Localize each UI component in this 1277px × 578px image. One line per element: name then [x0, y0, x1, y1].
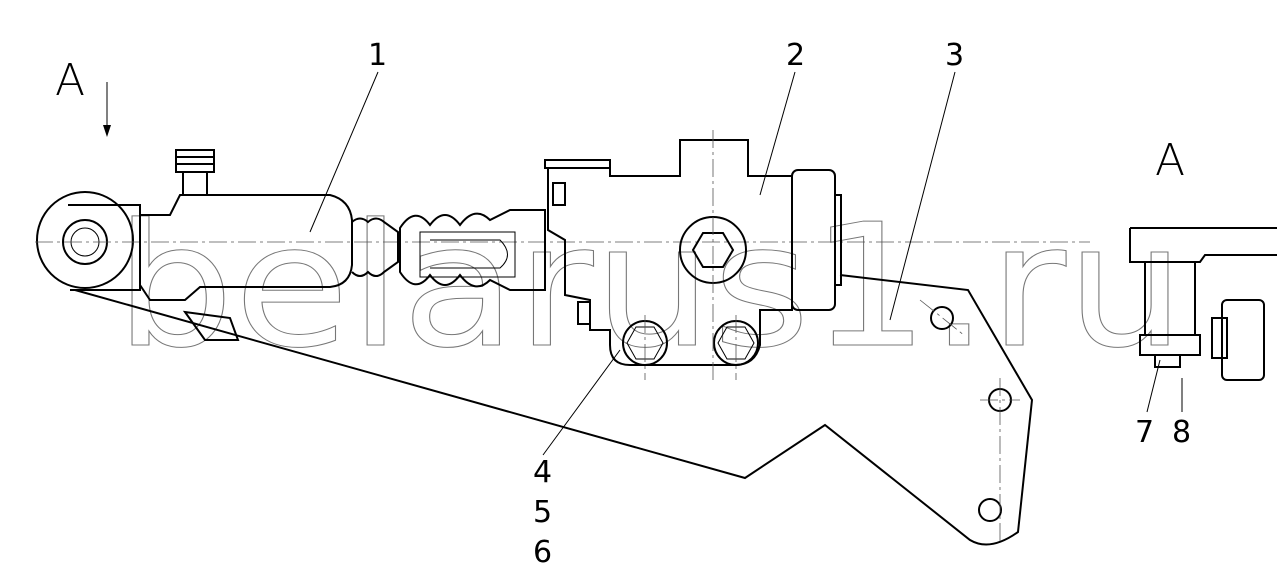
flange-lip: [834, 194, 842, 286]
callout-7: 7: [1135, 415, 1154, 450]
nut: [1154, 354, 1181, 368]
cover-plate: [544, 159, 611, 169]
bracket-hole: [930, 306, 954, 330]
callout-5: 5: [533, 495, 552, 530]
view-arrow-label: A: [55, 55, 85, 106]
callout-4: 4: [533, 455, 552, 490]
callout-8: 8: [1172, 415, 1191, 450]
knob: [1221, 299, 1265, 381]
piston: [419, 231, 516, 278]
callout-6: 6: [533, 535, 552, 570]
view-title: A: [1155, 135, 1185, 186]
callout-3: 3: [945, 38, 964, 73]
view-a-detail: [1129, 227, 1277, 356]
nut: [577, 301, 591, 325]
nut: [552, 182, 566, 206]
boot: [351, 217, 399, 277]
knob-shaft: [1211, 317, 1228, 359]
cylinder-body: [139, 194, 353, 301]
bracket-hole: [978, 498, 1002, 522]
callout-2: 2: [786, 38, 805, 73]
callout-1: 1: [368, 38, 387, 73]
hex-plug-icon: [691, 232, 735, 268]
bracket-plate: [74, 274, 1034, 546]
rod-eye: [36, 191, 134, 289]
